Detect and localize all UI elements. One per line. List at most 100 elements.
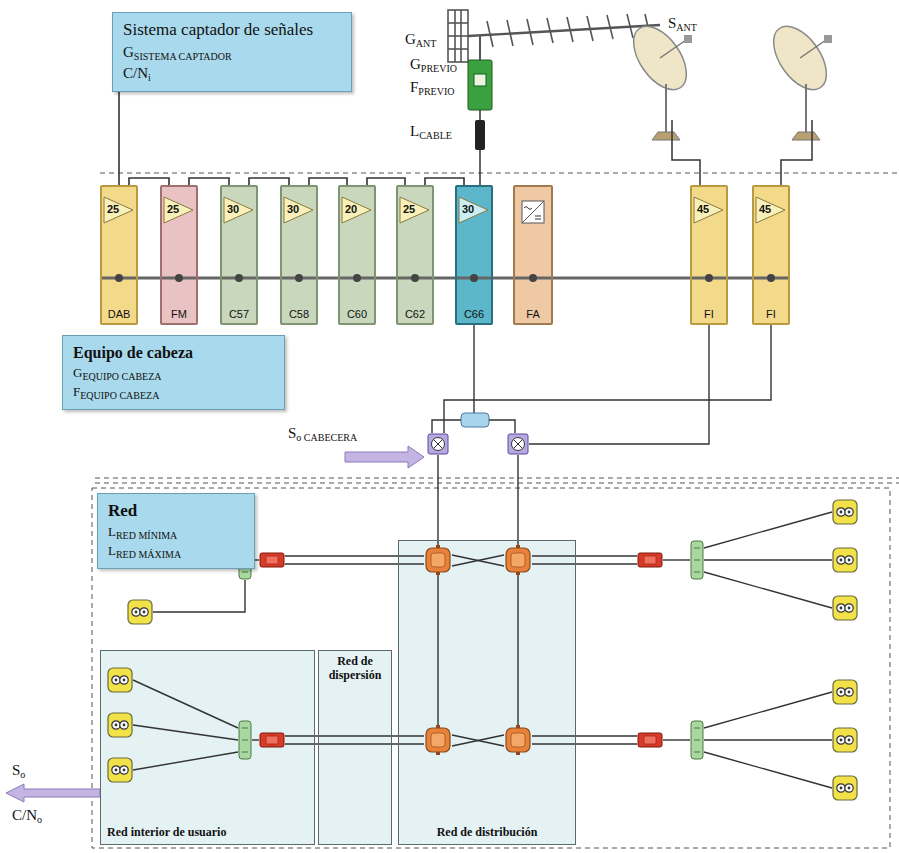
coax-jumper	[118, 92, 120, 185]
symbol-name: L	[108, 524, 116, 539]
satellite-dish	[763, 17, 837, 140]
outlet	[833, 680, 857, 704]
network-boundary	[92, 488, 890, 848]
signal-label: LCABLE	[410, 122, 452, 142]
signal-label: GPREVIO	[410, 55, 457, 75]
subscript: PREVIO	[418, 86, 454, 97]
preamplifier	[468, 60, 492, 110]
gain-value: 25	[107, 203, 119, 215]
module-name: FI	[704, 308, 714, 320]
module-name: C62	[405, 308, 425, 320]
module-name: FM	[171, 308, 187, 320]
text-line: LRED MÍNIMA	[108, 523, 244, 543]
symbol-name: G	[123, 44, 134, 60]
outlet	[108, 713, 132, 737]
network-region: Red interior de usuario	[100, 650, 315, 845]
symbol-letter: G	[405, 31, 416, 47]
network-region: Red de distribución	[398, 540, 576, 845]
headend-module: FA	[513, 185, 553, 325]
info-box: Equipo de cabezaGEQUIPO CABEZAFEQUIPO CA…	[62, 335, 285, 410]
subscript: ANT	[416, 38, 437, 49]
outlet	[833, 596, 857, 620]
text-line: Red	[108, 500, 244, 523]
coax-jumper	[309, 178, 347, 185]
region-ground	[100, 650, 315, 845]
headend-module: 45FI	[752, 185, 790, 325]
region-ground	[318, 650, 392, 845]
module-name: C66	[464, 308, 484, 320]
coax-wire	[672, 120, 700, 186]
subscript: i	[148, 72, 151, 83]
coax-wire	[432, 420, 461, 433]
distributor	[691, 541, 703, 579]
outlet	[833, 776, 857, 800]
symbol-letter: L	[410, 123, 419, 139]
gain-value: 20	[345, 203, 357, 215]
text-line: Sistema captador de señales	[123, 19, 341, 42]
outlet	[108, 668, 132, 692]
network-region: Red de dispersión	[318, 650, 392, 845]
headend-module: 30C66	[455, 185, 493, 325]
symbol-letter: S	[12, 762, 20, 778]
signal-label: So CABECERA	[288, 424, 357, 444]
info-box: RedLRED MÍNIMALRED MÁXIMA	[97, 493, 255, 569]
text-line: GEQUIPO CABEZA	[73, 364, 274, 384]
cable-section	[475, 120, 485, 150]
coax-wire	[444, 325, 771, 433]
headend-module: 20C60	[338, 185, 376, 325]
gain-value: 25	[403, 203, 415, 215]
splitter	[461, 413, 489, 427]
subscript: PREVIO	[421, 63, 457, 74]
pau	[260, 553, 284, 567]
gain-value: 25	[167, 203, 179, 215]
module-name: C58	[289, 308, 309, 320]
signal-arrow	[345, 446, 424, 468]
box-title: Sistema captador de señales	[123, 20, 313, 39]
headend-module: 25C62	[396, 185, 434, 325]
subscript: CABLE	[419, 130, 452, 141]
derivator	[426, 725, 450, 755]
signal-label: FPREVIO	[410, 78, 454, 98]
symbol-name: C/N	[123, 65, 148, 81]
preamplifier-icon	[474, 74, 486, 86]
symbol-name: F	[73, 384, 80, 399]
gain-value: 30	[227, 203, 239, 215]
satellite-dish	[623, 17, 697, 140]
gain-value: 30	[462, 203, 474, 215]
symbol-letter: G	[410, 56, 421, 72]
subscript: EQUIPO CABEZA	[80, 390, 159, 401]
gain-value: 45	[697, 203, 709, 215]
separator-line	[95, 483, 899, 484]
subscript: EQUIPO CABEZA	[82, 371, 161, 382]
text-line: GSISTEMA CAPTADOR	[123, 42, 341, 64]
module-name: FI	[766, 308, 776, 320]
power-bus	[119, 277, 771, 280]
coax-jumper	[425, 178, 464, 185]
separator-line	[95, 478, 899, 479]
outlet	[128, 600, 152, 624]
symbol-letter: C/N	[12, 807, 37, 823]
pau	[638, 553, 662, 567]
symbol-letter: S	[668, 15, 676, 31]
box-title: Red	[108, 501, 137, 520]
module-name: DAB	[108, 308, 131, 320]
outlet	[833, 548, 857, 572]
yagi-antenna	[448, 10, 660, 62]
derivator	[506, 545, 530, 575]
module-name: FA	[526, 308, 539, 320]
distributor	[239, 721, 251, 759]
symbol-letter: F	[410, 79, 418, 95]
distributor	[691, 721, 703, 759]
info-box: Sistema captador de señalesGSISTEMA CAPT…	[112, 12, 352, 92]
headend-module: 25FM	[160, 185, 198, 325]
coax-jumper	[249, 178, 289, 185]
subscript: o	[20, 769, 25, 780]
module-name: C60	[347, 308, 367, 320]
coax-wire	[489, 420, 515, 433]
signal-label: C/No	[12, 806, 42, 826]
coax-jumper	[367, 178, 405, 185]
pau	[260, 733, 284, 747]
